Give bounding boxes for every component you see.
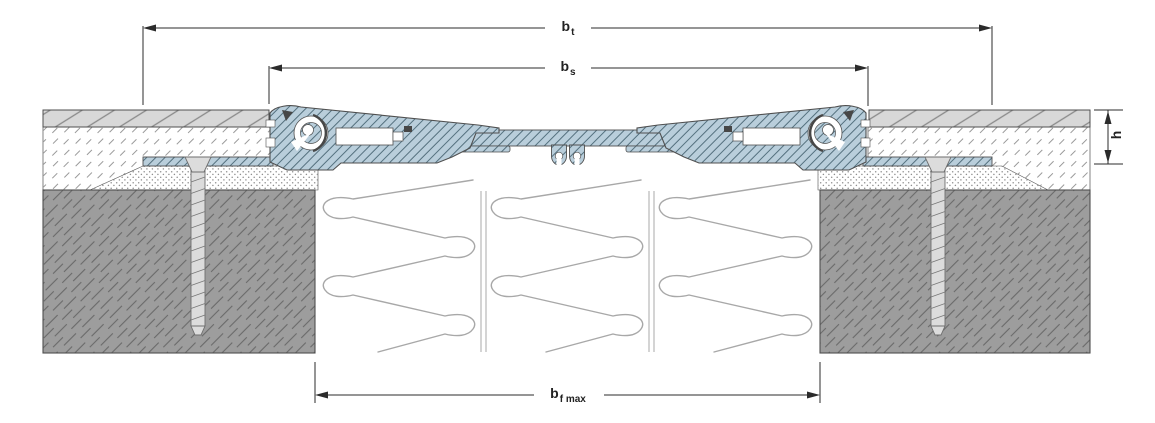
screw-thread-line [930,176,946,183]
screw-thread-line [930,188,946,194]
tile-layer-left [42,109,270,128]
screw-thread-line [190,176,206,183]
gasket-seals [282,110,854,132]
joint-foam-filler [322,179,813,353]
dimension-bt [142,24,993,105]
screw-thread-line [930,211,946,217]
cover-profile-left [265,105,500,171]
screw-thread-line [930,257,946,263]
foam-dividers [480,191,655,352]
screw-thread-line [190,257,206,263]
screw-thread-line [930,234,946,240]
screw-thread-line [930,291,946,298]
screw-thread-line [190,245,206,252]
dimension-label-bf-max: bf max [550,385,586,405]
concrete-slab-right [819,189,1091,354]
dimension-label-bt: bt [561,18,575,38]
screw-thread-line [930,280,946,286]
dimension-bs [268,64,869,106]
screw-thread-line [190,268,206,275]
screw-thread-line [190,314,206,321]
dimension-bf-max [314,362,821,403]
dimension-label-bs: bs [560,58,576,78]
hinge-pivot-right [807,113,845,153]
screw-thread-line [930,245,946,252]
foam-serpentine [490,179,644,353]
cover-profile-right [636,105,871,171]
screw-thread-line [930,314,946,321]
screw-thread-line [190,234,206,240]
anchor-screw-right [924,156,952,336]
foam-serpentine [658,179,813,353]
screw-thread-line [190,188,206,194]
foam-serpentine [322,179,476,353]
anchor-screw-left [184,156,212,336]
screw-thread-line [930,222,946,229]
centre-hook-detail [551,144,585,167]
concrete-slab-left [42,189,316,354]
tile-layer-right [868,109,1091,128]
screw-thread-line [190,303,206,309]
screw-thread-line [190,222,206,229]
screw-threads [190,176,946,321]
screw-thread-line [190,280,206,286]
screw-thread-line [930,268,946,275]
screw-thread-line [930,303,946,309]
dimension-label-h: h [1108,130,1124,140]
screw-thread-line [930,199,946,206]
dimension-h [1094,109,1123,165]
screw-thread-line [190,211,206,217]
hinge-pivot-left [291,113,329,153]
screw-thread-line [190,291,206,298]
screw-thread-line [190,199,206,206]
